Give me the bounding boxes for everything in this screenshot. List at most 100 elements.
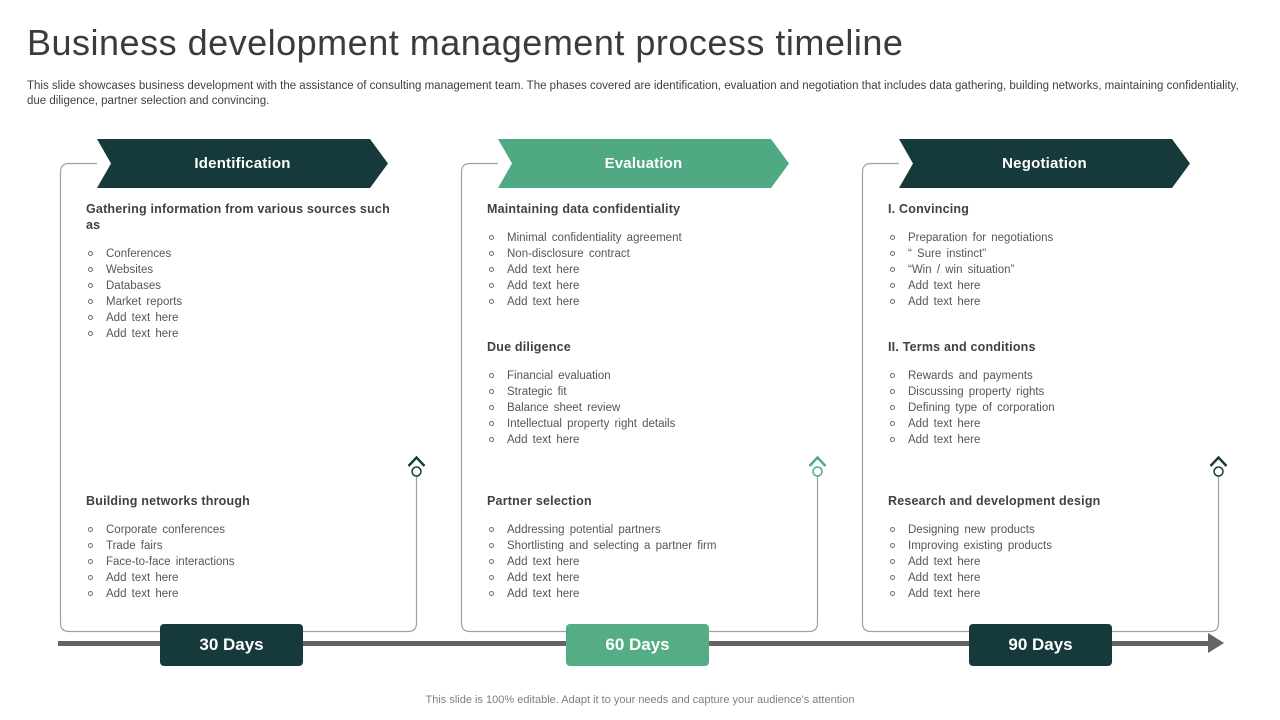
phase-banner-label: Evaluation [604, 155, 683, 172]
section-research-development: Research and development design Designin… [888, 493, 1208, 602]
bullet-circle-icon [890, 299, 895, 304]
bullet-item: Designing new products [888, 522, 1208, 538]
bullet-circle-icon [890, 575, 895, 580]
bullet-circle-icon [489, 299, 494, 304]
bullet-circle-icon [88, 299, 93, 304]
bullet-circle-icon [489, 389, 494, 394]
bullet-item: Add text here [86, 326, 406, 342]
bullet-list: Financial evaluation Strategic fit Balan… [487, 368, 807, 448]
bullet-circle-icon [88, 315, 93, 320]
bullet-item: Defining type of corporation [888, 400, 1208, 416]
bullet-item: Add text here [888, 294, 1208, 310]
bullet-item: Websites [86, 262, 406, 278]
bullet-item: Strategic fit [487, 384, 807, 400]
bullet-circle-icon [890, 267, 895, 272]
bullet-item: Add text here [888, 570, 1208, 586]
bullet-circle-icon [890, 437, 895, 442]
bullet-circle-icon [489, 235, 494, 240]
bullet-circle-icon [890, 389, 895, 394]
bullet-circle-icon [890, 559, 895, 564]
bullet-list: Designing new products Improving existin… [888, 522, 1208, 602]
bullet-list: Conferences Websites Databases Market re… [86, 246, 406, 342]
bullet-item: Addressing potential partners [487, 522, 807, 538]
bullet-circle-icon [489, 283, 494, 288]
bullet-circle-icon [489, 421, 494, 426]
phase-banner-identification: Identification [97, 139, 388, 188]
card-outline-and-connector [861, 162, 1228, 633]
bullet-circle-icon [890, 543, 895, 548]
bullet-circle-icon [88, 267, 93, 272]
phase-card-identification: Identification Gathering information fro… [59, 163, 426, 633]
bullet-item: Add text here [888, 278, 1208, 294]
footer-note: This slide is 100% editable. Adapt it to… [425, 694, 855, 706]
bullet-item: Face-to-face interactions [86, 554, 406, 570]
bullet-circle-icon [489, 543, 494, 548]
bullet-item: Trade fairs [86, 538, 406, 554]
bullet-circle-icon [890, 251, 895, 256]
bullet-item: Add text here [487, 278, 807, 294]
bullet-circle-icon [88, 591, 93, 596]
bullet-item: Non-disclosure contract [487, 246, 807, 262]
bullet-list: Rewards and payments Discussing property… [888, 368, 1208, 448]
bullet-circle-icon [88, 575, 93, 580]
bullet-circle-icon [489, 251, 494, 256]
section-heading: Research and development design [888, 494, 1101, 508]
card-outline-and-connector [460, 162, 827, 633]
bullet-item: Databases [86, 278, 406, 294]
bullet-circle-icon [489, 373, 494, 378]
section-gathering-information: Gathering information from various sourc… [86, 201, 406, 342]
bullet-item: Add text here [86, 310, 406, 326]
phase-banner-label: Negotiation [1002, 155, 1087, 172]
bullet-circle-icon [489, 591, 494, 596]
phase-banner-label: Identification [194, 155, 291, 172]
bullet-circle-icon [890, 527, 895, 532]
section-partner-selection: Partner selection Addressing potential p… [487, 493, 807, 602]
card-border [861, 162, 1220, 633]
bullet-item: Conferences [86, 246, 406, 262]
bullet-item: Rewards and payments [888, 368, 1208, 384]
bullet-circle-icon [890, 421, 895, 426]
chevron-up-connector-icon [808, 455, 827, 467]
section-heading: Building networks through [86, 494, 251, 508]
bullet-item: Balance sheet review [487, 400, 807, 416]
bullet-item: Discussing property rights [888, 384, 1208, 400]
phase-banner-negotiation: Negotiation [899, 139, 1190, 188]
bullet-item: Add text here [888, 416, 1208, 432]
phase-card-evaluation: Evaluation Maintaining data confidential… [460, 163, 827, 633]
bullet-item: Shortlisting and selecting a partner fir… [487, 538, 807, 554]
bullet-circle-icon [88, 543, 93, 548]
phase-banner-evaluation: Evaluation [498, 139, 789, 188]
connector-circle-icon [1213, 466, 1224, 477]
milestone-badge-30-days: 30 Days [160, 624, 303, 666]
section-data-confidentiality: Maintaining data confidentiality Minimal… [487, 201, 807, 310]
timeline-arrowhead-icon [1208, 633, 1224, 653]
card-outline-and-connector [59, 162, 426, 633]
bullet-circle-icon [890, 591, 895, 596]
card-border [460, 162, 819, 633]
section-heading: Gathering information from various sourc… [86, 202, 390, 232]
bullet-item: Add text here [487, 262, 807, 278]
bullet-circle-icon [88, 283, 93, 288]
bullet-item: Add text here [888, 432, 1208, 448]
bullet-item: “ Sure instinct” [888, 246, 1208, 262]
connector-circle-icon [812, 466, 823, 477]
bullet-list: Corporate conferences Trade fairs Face-t… [86, 522, 406, 602]
section-heading: II. Terms and conditions [888, 340, 1036, 354]
bullet-item: Financial evaluation [487, 368, 807, 384]
bullet-item: Minimal confidentiality agreement [487, 230, 807, 246]
bullet-item: Add text here [86, 570, 406, 586]
bullet-item: Add text here [487, 586, 807, 602]
section-terms-and-conditions: II. Terms and conditions Rewards and pay… [888, 339, 1208, 448]
bullet-item: Add text here [487, 554, 807, 570]
bullet-circle-icon [890, 235, 895, 240]
bullet-circle-icon [88, 251, 93, 256]
bullet-item: Add text here [487, 294, 807, 310]
bullet-circle-icon [489, 527, 494, 532]
bullet-circle-icon [489, 267, 494, 272]
bullet-item: Market reports [86, 294, 406, 310]
bullet-item: Preparation for negotiations [888, 230, 1208, 246]
section-heading: Partner selection [487, 494, 592, 508]
slide-description: This slide showcases business developmen… [27, 80, 1239, 108]
chevron-up-connector-icon [407, 455, 426, 467]
